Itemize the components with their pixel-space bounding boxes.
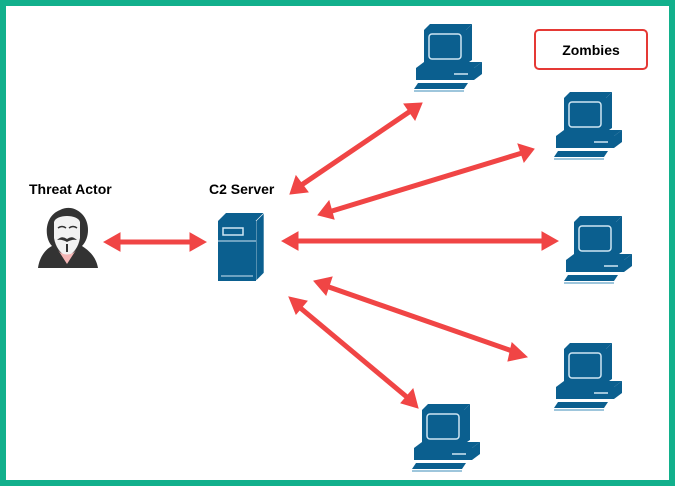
zombie-computer-1-icon	[413, 23, 483, 92]
zombie-computer-5-icon	[411, 403, 481, 472]
zombies-label: Zombies	[562, 41, 620, 58]
threat-actor-label: Threat Actor	[29, 181, 112, 197]
c2-server-label: C2 Server	[209, 181, 275, 197]
arrows	[102, 102, 560, 409]
zombie-computer-2-icon	[553, 91, 623, 160]
hooded-hacker-icon	[38, 207, 98, 268]
arrow-c2-to-zombie-5	[288, 296, 419, 409]
zombies-label-box: Zombies	[534, 29, 648, 70]
arrow-c2-to-zombie-4	[313, 276, 529, 362]
zombie-computer-3-icon	[563, 215, 633, 284]
server-tower-icon	[218, 212, 265, 282]
zombie-computer-4-icon	[553, 342, 623, 411]
arrow-threat-actor-to-c2	[102, 232, 208, 252]
arrow-c2-to-zombie-3	[280, 231, 560, 251]
arrow-c2-to-zombie-1	[289, 102, 423, 195]
arrow-c2-to-zombie-2	[317, 143, 535, 220]
